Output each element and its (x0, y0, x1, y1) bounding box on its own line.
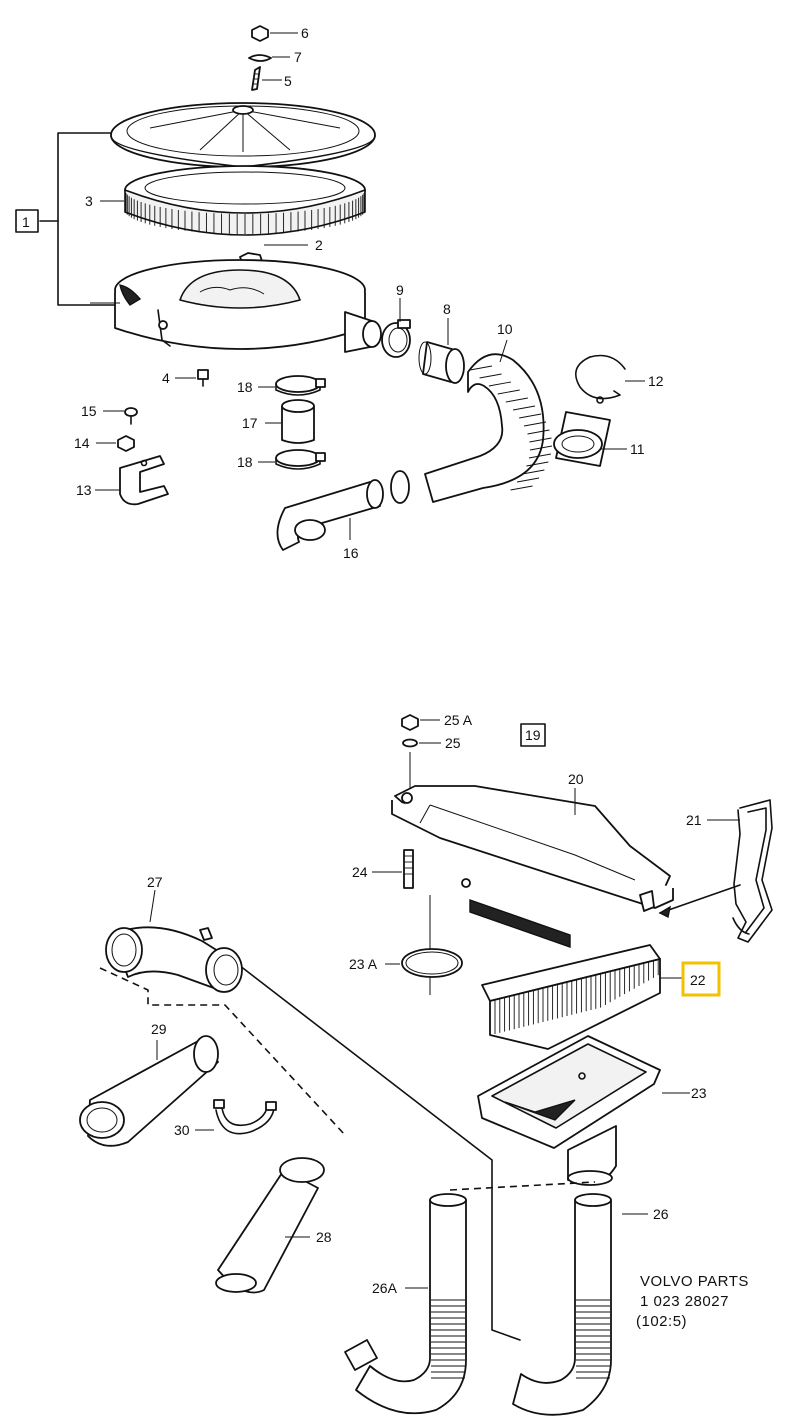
label-box-19 (520, 723, 546, 747)
callout-25: 25 (445, 735, 461, 751)
callout-7: 7 (294, 49, 302, 65)
callout-29: 29 (151, 1021, 167, 1037)
callout-28: 28 (316, 1229, 332, 1245)
air-filter-housing-assembly (79, 714, 773, 1416)
part-8-sleeve (418, 341, 465, 384)
part-7-washer (248, 54, 272, 62)
callout-19: 19 (525, 727, 541, 743)
part-29-intake-pipe (79, 1035, 219, 1147)
part-25-washer (402, 738, 418, 748)
part-17-hose-connector (281, 399, 315, 444)
part-24-stud (403, 849, 414, 889)
callout-9: 9 (396, 282, 404, 298)
part-28-intake-duct (215, 1157, 325, 1294)
label-box-1 (15, 209, 39, 233)
callout-17: 17 (242, 415, 258, 431)
part-30-retaining-strap (213, 1099, 277, 1135)
part-21-gasket (732, 799, 773, 943)
part-5-stud (251, 66, 261, 91)
part-18-hose-clamp-upper (275, 375, 326, 396)
callout-30: 30 (174, 1122, 190, 1138)
part-23a-seal-ring (401, 948, 463, 978)
part-15-screw (124, 407, 138, 425)
air-cleaner-housing (114, 259, 382, 353)
callout-18-lower: 18 (237, 454, 253, 470)
callout-4: 4 (162, 370, 170, 386)
callout-10: 10 (497, 321, 513, 337)
note-part-number: 1 023 28027 (640, 1293, 729, 1310)
callout-27: 27 (147, 874, 163, 890)
part-23-lower-housing (477, 1035, 661, 1186)
callout-26a: 26A (372, 1280, 398, 1296)
callout-13: 13 (76, 482, 92, 498)
callout-12: 12 (648, 373, 664, 389)
callout-18-upper: 18 (237, 379, 253, 395)
part-26-hose (512, 1193, 612, 1416)
air-cleaner-assembly (15, 25, 645, 551)
part-6-nut (251, 25, 269, 42)
part-27-intake-elbow (105, 926, 243, 993)
part-12-spring-clip (574, 354, 626, 404)
part-25a-nut (401, 714, 419, 731)
part-10-corrugated-hose (390, 353, 553, 504)
callout-8: 8 (443, 301, 451, 317)
callout-24: 24 (352, 864, 368, 880)
part-18-hose-clamp-lower (275, 449, 326, 470)
note-brand: VOLVO PARTS (640, 1273, 749, 1290)
part-11-connector-sleeve (553, 411, 611, 467)
part-9-clamp (381, 319, 411, 358)
parts-reference-note: VOLVO PARTS 1 023 28027 (102:5) (636, 1273, 749, 1330)
callout-3: 3 (85, 193, 93, 209)
callout-23: 23 (691, 1085, 707, 1101)
assembly-bracket (57, 132, 116, 306)
part-4-bolt (197, 369, 209, 387)
callout-16: 16 (343, 545, 359, 561)
callout-23a: 23 A (349, 956, 378, 972)
part-22-filter-element (481, 944, 661, 1050)
highlight-box-22 (681, 961, 721, 997)
note-page-ref: (102:5) (636, 1313, 687, 1330)
callout-11: 11 (630, 441, 645, 457)
callout-21: 21 (686, 812, 702, 828)
callout-6: 6 (301, 25, 309, 41)
callout-26: 26 (653, 1206, 669, 1222)
air-cleaner-lid (110, 102, 376, 168)
part-3-filter-element (124, 165, 366, 236)
part-16-elbow-hose (276, 479, 384, 551)
part-26a-hose (344, 1193, 467, 1415)
callout-14: 14 (74, 435, 90, 451)
part-13-bracket (119, 455, 169, 506)
callout-2: 2 (315, 237, 323, 253)
callout-22: 22 (690, 972, 706, 988)
callout-5: 5 (284, 73, 292, 89)
callout-15: 15 (81, 403, 97, 419)
callout-25a: 25 A (444, 712, 473, 728)
callout-labels: 1 2 3 4 5 6 7 8 9 10 11 12 13 14 15 16 1… (22, 25, 707, 1296)
part-14-nut (117, 435, 135, 452)
callout-1: 1 (22, 214, 30, 230)
callout-20: 20 (568, 771, 584, 787)
part-20-upper-housing (391, 785, 674, 948)
